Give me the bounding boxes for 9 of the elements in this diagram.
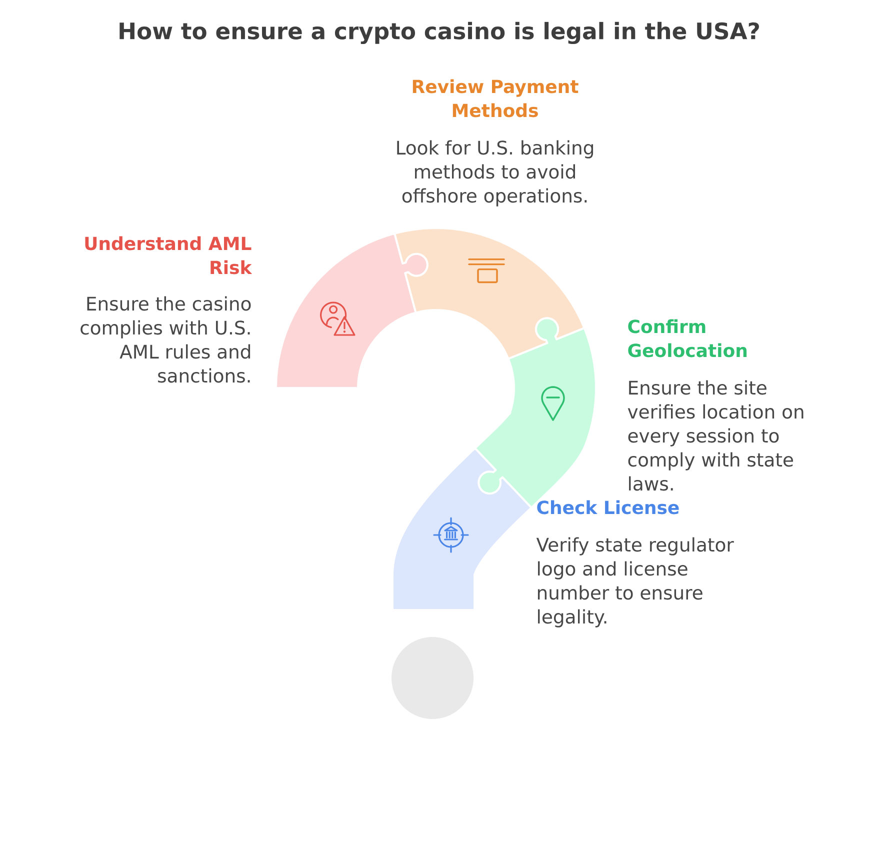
step-description: Look for U.S. banking methods to avoid offshore operations. [397,140,594,206]
title: How to ensure a crypto casino is legal in the USA? [120,22,759,44]
step-description: Ensure the casino complies with U.S. AML rules and sanctions. [80,296,251,383]
step-heading: Confirm Geolocation [628,319,747,358]
step-heading: Review Payment Methods [412,79,578,118]
step-heading: Check License [537,500,679,514]
step-description: Verify state regulator logo and license number to ensure legality. [536,537,734,628]
step-heading: Understand AML Risk [85,236,252,274]
step-description: Ensure the site verifies location on every session to comply with state laws. [628,380,804,491]
